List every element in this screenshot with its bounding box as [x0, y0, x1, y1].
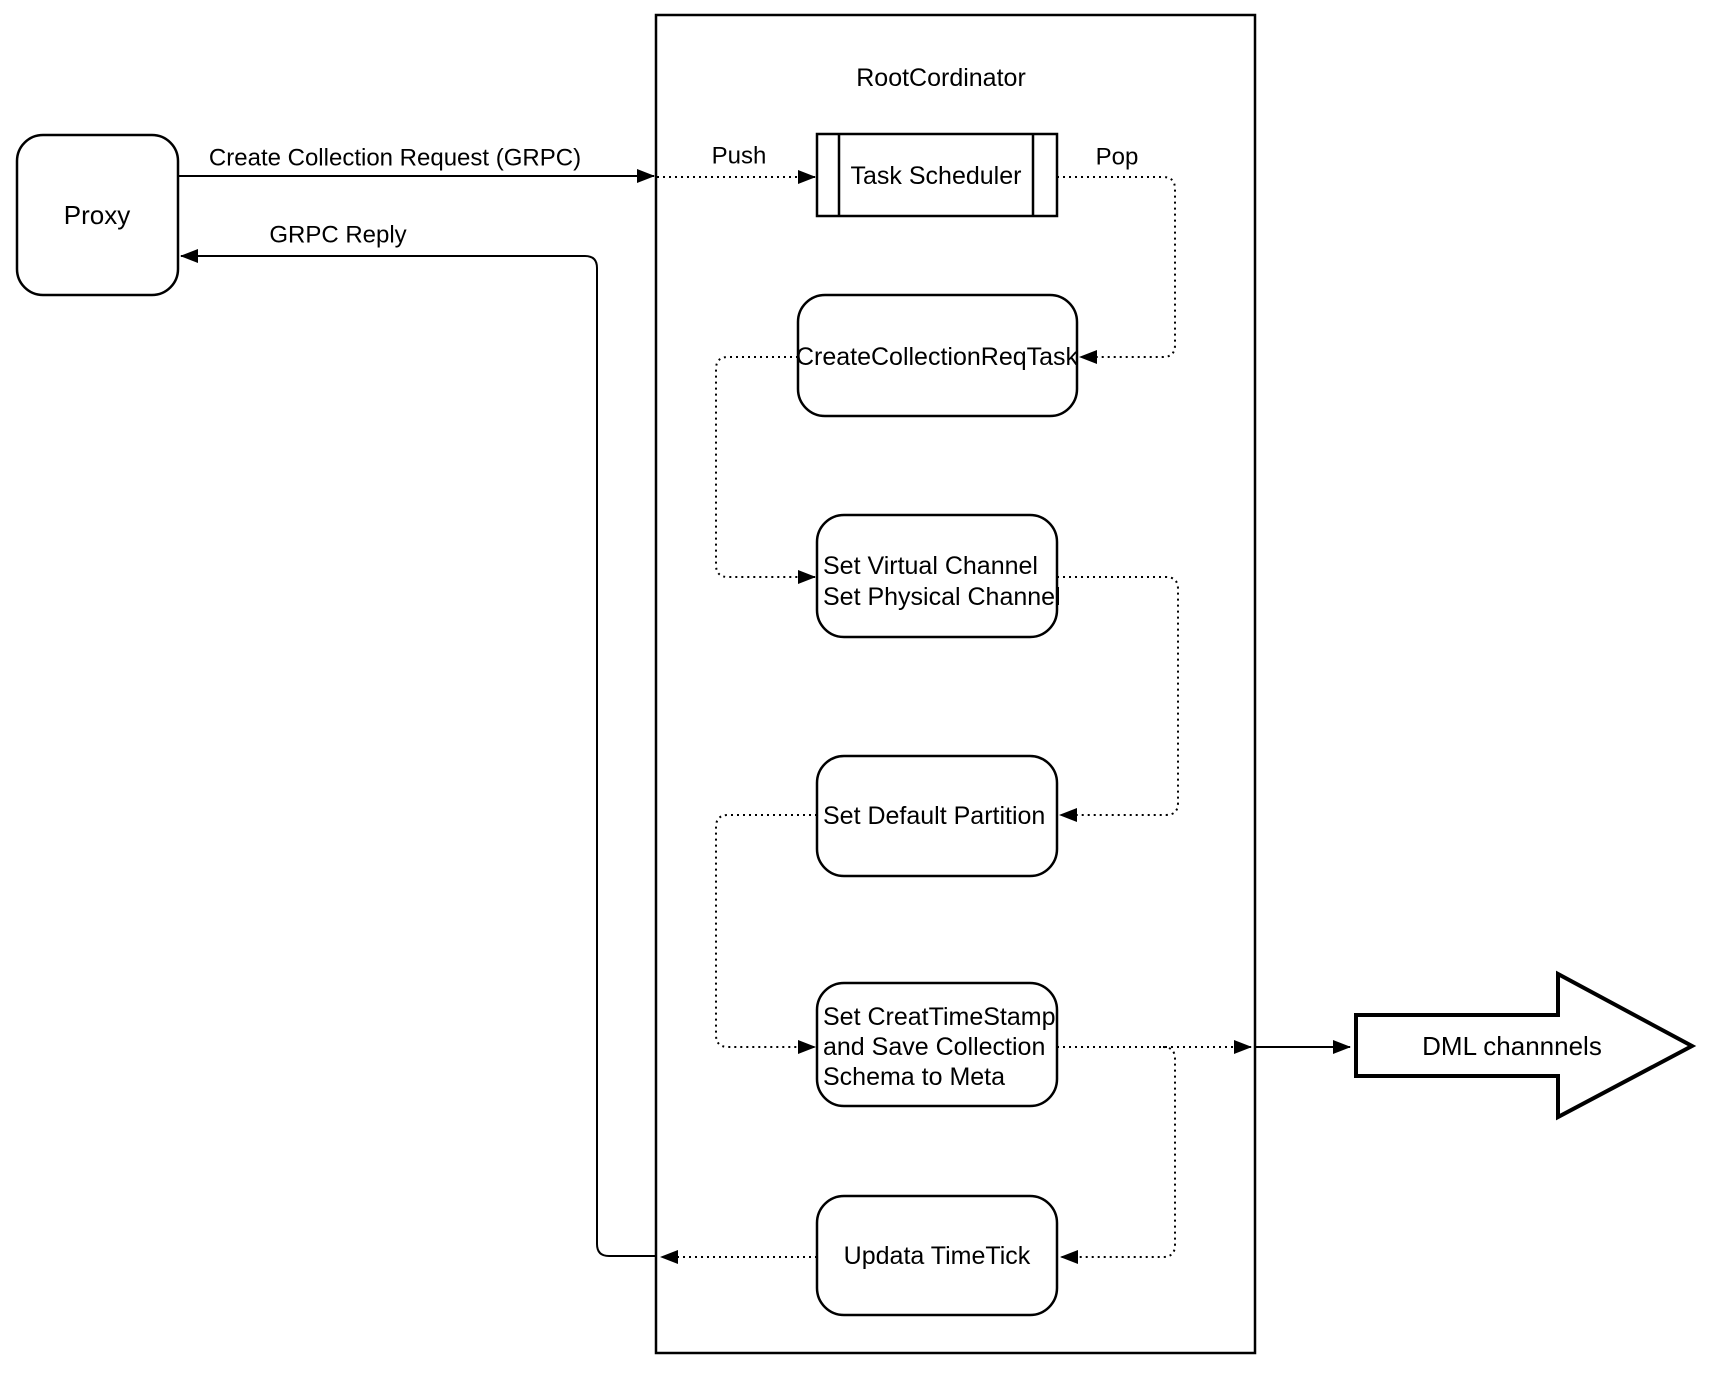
partition-to-timestamp-arrow: [715, 814, 817, 1054]
update-timetick-label: Updata TimeTick: [844, 1242, 1031, 1270]
rootcoordinator-title: RootCordinator: [856, 64, 1026, 92]
set-channels-line-2: Set Physical Channel: [823, 583, 1061, 611]
set-create-timestamp-node: [815, 981, 1059, 1108]
push-label: Push: [712, 143, 767, 170]
create-request-label: Create Collection Request (GRPC): [209, 145, 581, 172]
rootcoordinator-container: [654, 13, 1257, 1355]
pop-arrow: [1057, 176, 1176, 364]
pop-label: Pop: [1096, 144, 1139, 171]
create-collection-req-task-node: [796, 293, 1079, 418]
update-timetick-node: [815, 1194, 1059, 1317]
set-default-partition-label: Set Default Partition: [823, 802, 1045, 830]
dml-channels-label: DML channnels: [1422, 1031, 1602, 1061]
grpc-reply-arrow: [180, 249, 656, 1257]
set-create-timestamp-line-2: and Save Collection: [823, 1033, 1045, 1061]
task-scheduler-node: [815, 132, 1059, 218]
create-collection-req-task-label: CreateCollectionReqTask: [796, 343, 1079, 371]
proxy-node: [15, 133, 180, 297]
set-create-timestamp-line-1: Set CreatTimeStamp: [823, 1003, 1055, 1031]
set-channels-line-1: Set Virtual Channel: [823, 552, 1038, 580]
proxy-label: Proxy: [64, 200, 130, 230]
timestamp-to-timetick-arrow: [1060, 1046, 1176, 1264]
set-create-timestamp-line-3: Schema to Meta: [823, 1063, 1005, 1091]
dml-channels-arrow: [1354, 970, 1697, 1121]
reqtask-to-setchannels-arrow: [715, 356, 816, 584]
grpc-reply-label: GRPC Reply: [269, 222, 406, 249]
task-scheduler-label: Task Scheduler: [851, 162, 1022, 190]
setchannels-to-partition-arrow: [1057, 576, 1179, 822]
